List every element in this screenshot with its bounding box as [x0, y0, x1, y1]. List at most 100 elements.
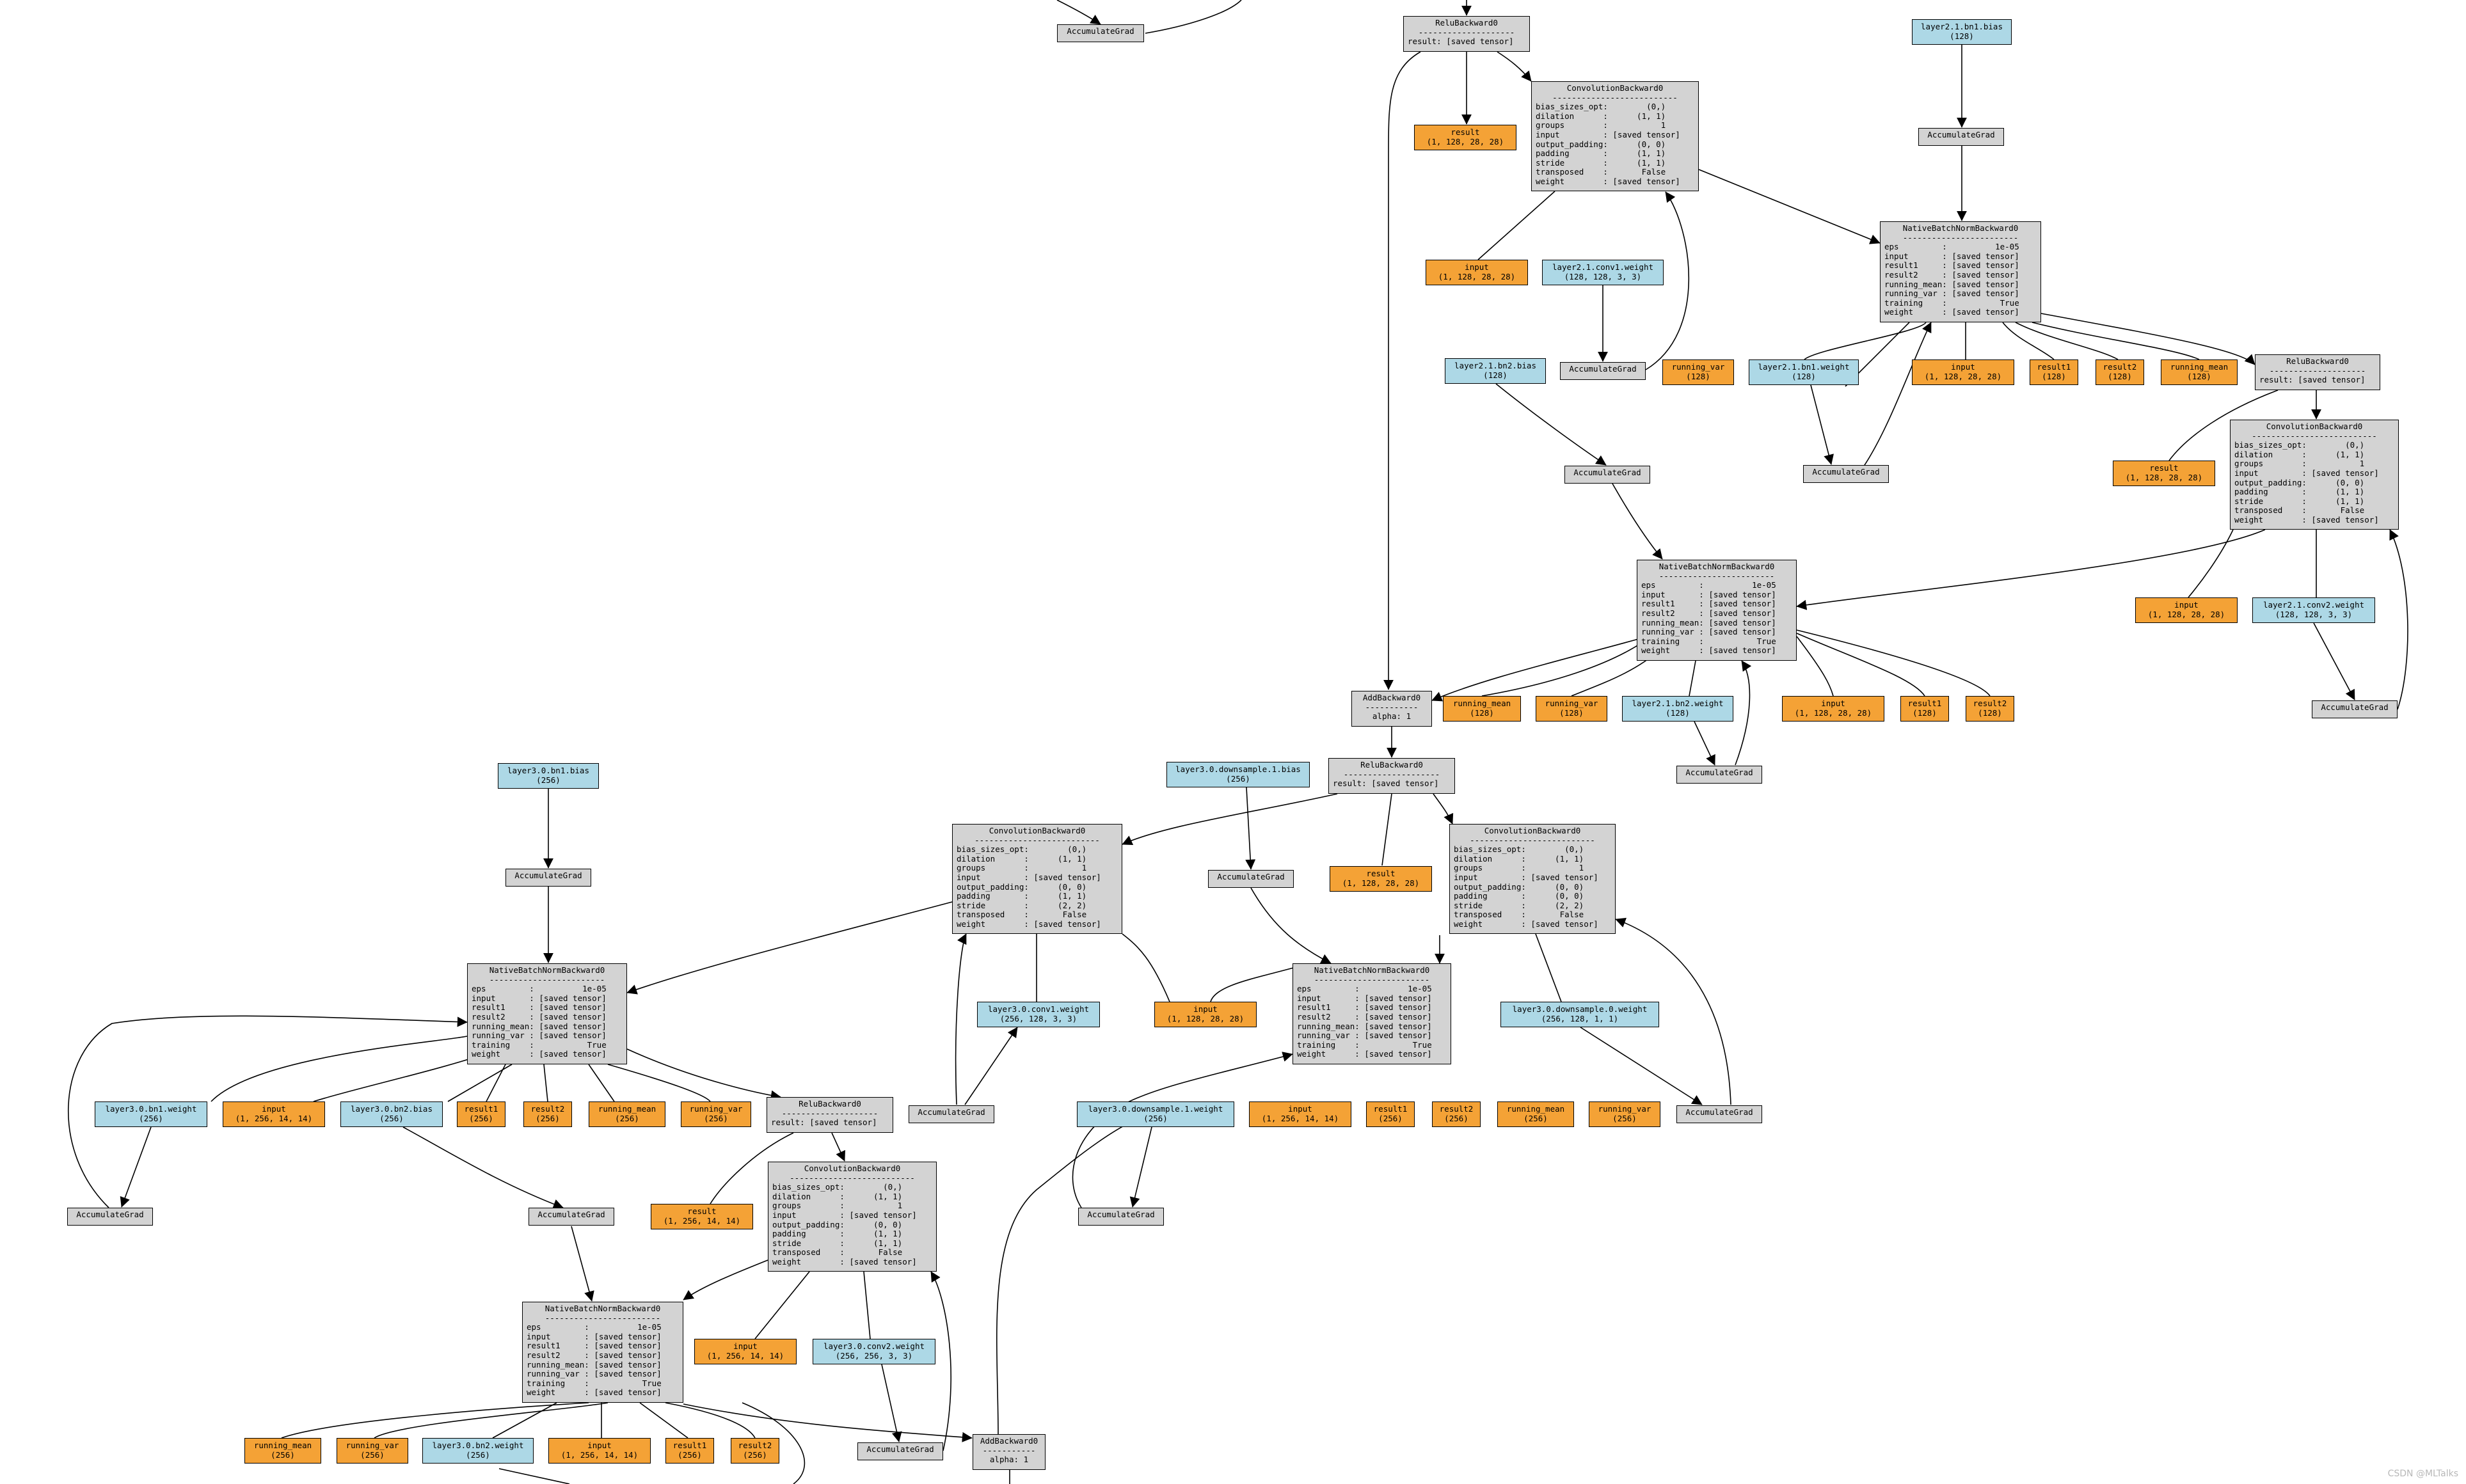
node-attribute: result1 : [saved tensor] [527, 1341, 662, 1351]
graph-edge [1804, 322, 1927, 360]
leaf-shape: (128) [1792, 372, 1816, 381]
graph-edge [683, 1403, 973, 1442]
node-attribute: groups : 1 [957, 863, 1087, 873]
node-title: ReluBackward0 [1360, 760, 1423, 770]
leaf-shape: (256) [1612, 1114, 1637, 1123]
param-layer3-0-downsample-1-bias: layer3.0.downsample.1.bias(256) [1166, 762, 1310, 787]
graph-edge [1431, 636, 1648, 702]
accumulate-grad-node: AccumulateGrad [505, 869, 591, 887]
node-attribute: input : [saved tensor] [1536, 129, 1680, 139]
node-title: AccumulateGrad [1067, 26, 1134, 36]
graph-edge [1858, 322, 1932, 474]
node-attribute: result: [saved tensor] [1408, 36, 1514, 47]
node-attribute: dilation : (1, 1) [957, 853, 1087, 864]
graph-edge [1383, 51, 1421, 690]
saved-tensor-running-var: running_var(256) [337, 1438, 408, 1464]
graph-edge [1694, 721, 1715, 766]
node-attribute: transposed : False [772, 1247, 903, 1258]
relu-backward-node: ReluBackward0 -------------------- resul… [767, 1097, 893, 1133]
node-attribute: output_padding: (0, 0) [2234, 477, 2365, 487]
node-attribute: bias_sizes_opt: (0,) [957, 844, 1087, 855]
saved-tensor-running-var: running_var(256) [1589, 1101, 1660, 1127]
leaf-label: result1 [1907, 699, 1942, 709]
node-title: ConvolutionBackward0 [989, 826, 1086, 835]
node-attribute: training : True [1884, 297, 2019, 308]
graph-edge [996, 1112, 1152, 1435]
saved-tensor-input: input(1, 256, 14, 14) [223, 1101, 325, 1127]
node-attribute: input : [saved tensor] [527, 1331, 662, 1341]
leaf-label: layer3.0.bn2.weight [432, 1441, 524, 1451]
graph-edge [1495, 383, 1607, 466]
leaf-label: layer2.1.bn1.weight [1758, 362, 1850, 372]
node-attribute: padding : (0, 0) [1454, 891, 1584, 901]
leaf-label: layer3.0.bn1.bias [507, 766, 589, 776]
node-attribute: output_padding: (0, 0) [772, 1219, 903, 1229]
saved-tensor-input: input(1, 128, 28, 28) [1912, 359, 2014, 385]
graph-edge [486, 1064, 506, 1102]
node-separator: ------------------------ [545, 1313, 661, 1323]
leaf-label: layer2.1.conv2.weight [2263, 600, 2365, 610]
graph-edge [374, 1402, 609, 1439]
leaf-shape: (256) [139, 1114, 163, 1123]
accumulate-grad-node: AccumulateGrad [909, 1105, 994, 1123]
graph-edge [1615, 917, 1731, 1105]
graph-edge [1129, 1126, 1152, 1208]
leaf-label: running_var [1598, 1104, 1651, 1114]
graph-edge [1145, 0, 1242, 34]
node-attribute: groups : 1 [1454, 863, 1584, 873]
leaf-label: result [687, 1206, 717, 1217]
leaf-label: input [1465, 262, 1489, 272]
node-title: AddBackward0 [1362, 693, 1421, 702]
node-attribute: output_padding: (0, 0) [1536, 139, 1666, 149]
saved-tensor-running-var: running_var(128) [1662, 359, 1734, 385]
leaf-shape: (1, 128, 28, 28) [2125, 473, 2203, 482]
node-attribute: result2 : [saved tensor] [472, 1011, 607, 1022]
node-attribute: transposed : False [1536, 167, 1666, 177]
node-attribute: eps : 1e-05 [472, 984, 607, 994]
node-attribute: running_var : [saved tensor] [527, 1369, 662, 1379]
node-attribute: weight : [saved tensor] [1536, 176, 1680, 186]
param-layer3-0-conv1-weight: layer3.0.conv1.weight(256, 128, 3, 3) [977, 1002, 1100, 1027]
leaf-label: running_mean [253, 1441, 312, 1451]
node-attribute: result: [saved tensor] [771, 1117, 877, 1128]
node-attribute: result: [saved tensor] [2259, 375, 2366, 385]
leaf-shape: (256) [536, 775, 561, 785]
graph-edge [1122, 793, 1338, 846]
leaf-label: layer2.1.conv1.weight [1552, 262, 1654, 272]
node-attribute: groups : 1 [772, 1201, 903, 1211]
graph-edge [683, 1259, 768, 1300]
leaf-shape: (128) [2108, 372, 2132, 381]
node-attribute: input : [saved tensor] [1454, 872, 1598, 882]
leaf-label: result [2149, 463, 2179, 473]
node-attribute: running_mean: [saved tensor] [527, 1359, 662, 1370]
param-layer3-0-downsample-1-weight: layer3.0.downsample.1.weight(256) [1077, 1101, 1234, 1127]
leaf-shape: (256, 128, 3, 3) [999, 1014, 1078, 1023]
node-separator: ------------------------ [1902, 233, 2019, 242]
leaf-shape: (256) [466, 1450, 490, 1460]
graph-edge [492, 1402, 557, 1439]
node-attribute: weight : [saved tensor] [1454, 919, 1598, 929]
node-title: NativeBatchNormBackward0 [545, 1304, 661, 1313]
node-attribute: stride : (1, 1) [1536, 157, 1666, 168]
leaf-label: input [1951, 362, 1975, 372]
node-attribute: stride : (1, 1) [772, 1238, 903, 1248]
graph-edge [1612, 483, 1663, 560]
node-title: AccumulateGrad [76, 1210, 144, 1219]
saved-tensor-result: result(1, 128, 28, 28) [1414, 125, 1516, 150]
native-batch-norm-backward-node: NativeBatchNormBackward0 ---------------… [1637, 560, 1797, 661]
node-attribute: input : [saved tensor] [957, 872, 1101, 882]
leaf-label: running_var [1671, 362, 1725, 372]
graph-edge [1735, 660, 1752, 766]
param-layer2-1-bn1-weight: layer2.1.bn1.weight(128) [1749, 359, 1859, 385]
node-separator: ------------------------ [489, 975, 605, 984]
native-batch-norm-backward-node: NativeBatchNormBackward0 ---------------… [522, 1302, 683, 1403]
leaf-shape: (128, 128, 3, 3) [1564, 272, 1642, 281]
param-layer3-0-bn1-bias: layer3.0.bn1.bias(256) [498, 763, 599, 789]
node-attribute: dilation : (1, 1) [772, 1191, 903, 1201]
saved-tensor-result1: result1(256) [457, 1101, 505, 1127]
leaf-shape: (1, 128, 28, 28) [1438, 272, 1516, 281]
native-batch-norm-backward-node: NativeBatchNormBackward0 ---------------… [467, 963, 627, 1064]
node-title: NativeBatchNormBackward0 [1659, 562, 1775, 571]
graph-edge [1645, 191, 1690, 370]
node-attribute: result2 : [saved tensor] [1884, 269, 2019, 280]
